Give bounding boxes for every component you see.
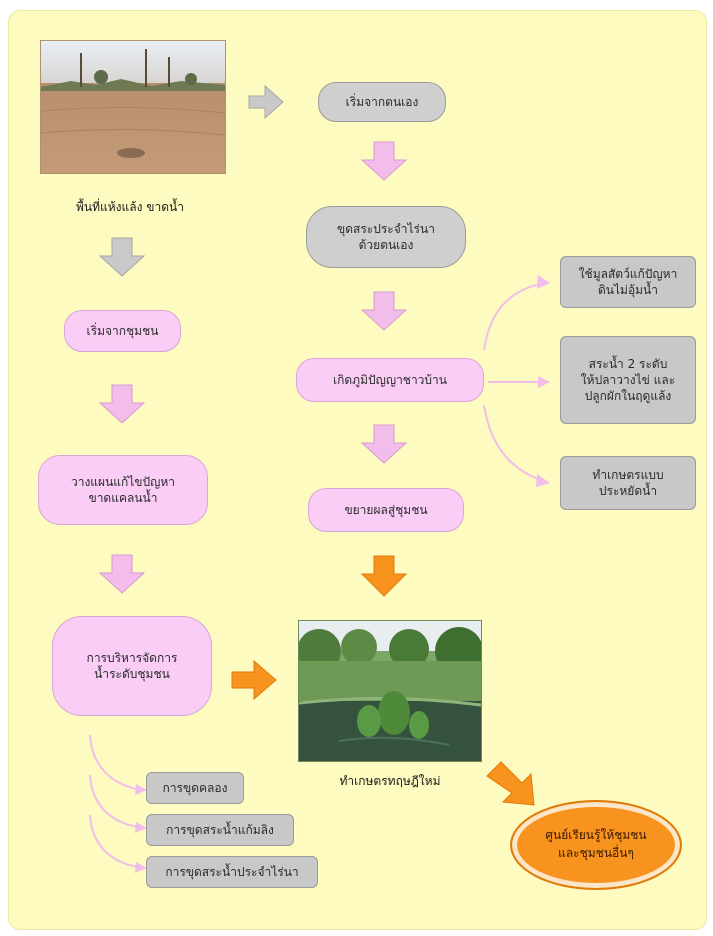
pink-arrow-down-3: [360, 141, 408, 181]
pink-arrow-down-4: [360, 291, 408, 331]
right-item-water-saving: ทำเกษตรแบบ ประหยัดน้ำ: [560, 456, 696, 510]
dry-land-caption: พื้นที่แห้งแล้ง ขาดน้ำ: [76, 200, 184, 214]
orange-arrow-diagonal: [486, 761, 535, 806]
curve-head-bottom: [536, 474, 550, 487]
pink-arrow-down-2: [98, 554, 146, 594]
curve-head-sub2: [135, 822, 147, 833]
learning-center-label: ศูนย์เรียนรู้ให้ชุมชน และชุมชนอื่นๆ: [545, 828, 647, 860]
curve-connector-top: [483, 282, 545, 351]
new-theory-caption: ทำเกษตรทฤษฎีใหม่: [339, 774, 441, 788]
start-self-box: เริ่มจากตนเอง: [318, 82, 446, 122]
wisdom-box: เกิดภูมิปัญญาชาวบ้าน: [296, 358, 484, 402]
gray-arrow-right: [248, 84, 284, 120]
orange-arrow-right: [231, 659, 277, 701]
curve-connector-sub3: [89, 814, 143, 869]
pink-arrow-down-1: [98, 384, 146, 424]
start-community-box: เริ่มจากชุมชน: [64, 310, 181, 352]
sub-item-farm-pond: การขุดสระน้ำประจำไร่นา: [146, 856, 318, 888]
orange-arrow-down: [360, 555, 408, 597]
curve-connector-sub2: [89, 774, 143, 829]
plan-box: วางแผนแก้ไขปัญหา ขาดแคลนน้ำ: [38, 455, 208, 525]
learning-center-oval: ศูนย์เรียนรู้ให้ชุมชน และชุมชนอื่นๆ: [510, 800, 682, 890]
curve-head-mid: [538, 376, 550, 388]
manage-box: การบริหารจัดการ น้ำระดับชุมชน: [52, 616, 212, 716]
pink-arrow-down-5: [360, 424, 408, 464]
gray-arrow-down: [98, 237, 146, 277]
right-item-manure: ใช้มูลสัตว์แก้ปัญหา ดินไม่อุ้มน้ำ: [560, 256, 696, 308]
sub-item-monkey-cheek: การขุดสระน้ำแก้มลิง: [146, 814, 294, 846]
right-item-two-level-pond: สระน้ำ 2 ระดับ ให้ปลาวางไข่ และ ปลูกผักใ…: [560, 336, 696, 424]
curve-head-sub1: [135, 784, 147, 795]
curve-head-top: [537, 275, 550, 289]
curve-connector-sub1: [89, 734, 143, 791]
expand-box: ขยายผลสู่ชุมชน: [308, 488, 464, 532]
curve-connector-bottom: [483, 404, 545, 482]
dry-land-photo: [40, 40, 226, 174]
sub-item-canal: การขุดคลอง: [146, 772, 244, 804]
new-theory-farm-photo: [298, 620, 482, 762]
dig-pond-box: ขุดสระประจำไร่นา ด้วยตนเอง: [306, 206, 466, 268]
curve-head-sub3: [135, 862, 147, 873]
